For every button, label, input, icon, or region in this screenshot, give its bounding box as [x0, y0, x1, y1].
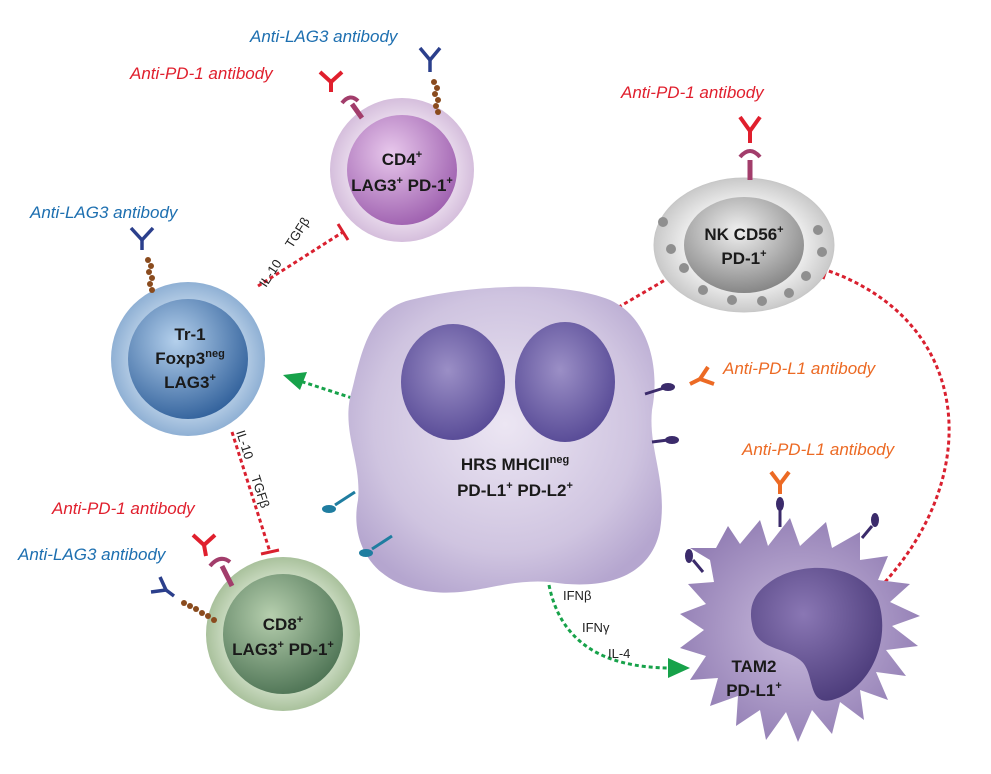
lag3-receptor	[431, 79, 441, 115]
cd4-cell-inner	[347, 115, 457, 225]
antibody-icon	[150, 576, 176, 598]
antibody-icon	[129, 226, 155, 250]
nk-label-line1: NK CD56+	[704, 224, 783, 244]
tr1-label-line3: LAG3+	[164, 372, 216, 392]
anti-lag3-label-cd8: Anti-LAG3 antibody	[17, 545, 167, 564]
teal-receptor	[359, 534, 393, 557]
hrs-cell: HRS MHCIIneg PD-L1+ PD-L2+	[322, 286, 679, 593]
tam2-label-line2: PD-L1+	[726, 680, 782, 700]
hrs-label-line1: HRS MHCIIneg	[461, 454, 569, 474]
cytokine-label: TGFβ	[248, 473, 273, 509]
pd1-receptor	[340, 95, 365, 120]
cd4-cell: CD4+ LAG3+ PD-1+	[318, 46, 474, 242]
antibody-icon	[418, 46, 442, 72]
tam2-label-line1: TAM2	[731, 657, 776, 676]
antibody-icon	[738, 115, 762, 143]
tr1-to-cd4-inhibition	[257, 230, 344, 288]
nk-cell: NK CD56+ PD-1+	[653, 115, 835, 313]
anti-pd1-label-cd8: Anti-PD-1 antibody	[51, 499, 196, 518]
stimulation-arrowhead	[668, 658, 690, 678]
hrs-label-line2: PD-L1+ PD-L2+	[457, 480, 573, 500]
antibody-icon	[191, 533, 217, 557]
cytokine-label: IL-10	[233, 428, 256, 461]
tr1-label-line1: Tr-1	[174, 325, 205, 344]
cytokine-label: IFNγ	[582, 620, 610, 635]
tr1-cell-inner	[128, 299, 248, 419]
cytokine-label: TGFβ	[282, 214, 313, 250]
pd1-receptor	[738, 149, 762, 180]
anti-pdl1-label-tam: Anti-PD-L1 antibody	[741, 440, 896, 459]
tam2-nucleus	[750, 567, 883, 701]
tam2-cell: TAM2 PD-L1+	[680, 497, 920, 742]
cd8-cell-inner	[223, 574, 343, 694]
anti-pd1-label-cd4: Anti-PD-1 antibody	[129, 64, 274, 83]
hrs-cell-body	[348, 286, 662, 593]
cd4-label-line2: LAG3+ PD-1+	[351, 175, 453, 195]
cd8-cell: CD8+ LAG3+ PD-1+	[150, 533, 360, 711]
pd1-receptor	[208, 556, 235, 588]
nk-granules	[658, 217, 827, 306]
cd8-label-line1: CD8+	[263, 614, 303, 634]
anti-lag3-label-tr1: Anti-LAG3 antibody	[29, 203, 179, 222]
nk-label-line2: PD-1+	[721, 248, 766, 268]
inhibition-bar	[260, 548, 280, 556]
nk-cell-inner	[684, 197, 804, 293]
pdl1-receptor	[644, 383, 675, 396]
anti-pd1-label-nk: Anti-PD-1 antibody	[620, 83, 765, 102]
pdl1-receptor	[776, 497, 784, 527]
tam-to-nk-inhibition	[825, 268, 951, 583]
pdl1-receptor	[685, 549, 705, 573]
cd4-label-line1: CD4+	[382, 149, 422, 169]
stimulation-arrowhead	[283, 372, 307, 390]
pdl1-receptor	[860, 513, 879, 539]
antibody-icon	[689, 365, 715, 386]
cd8-label-line2: LAG3+ PD-1+	[232, 639, 334, 659]
antibody-icon	[318, 70, 344, 92]
cytokine-label: IL-4	[608, 646, 630, 661]
cytokine-label: IFNβ	[563, 588, 591, 603]
anti-lag3-label-cd4: Anti-LAG3 antibody	[249, 27, 399, 46]
hrs-nucleus-left	[401, 324, 505, 440]
inhibition-bar	[336, 223, 350, 241]
anti-pdl1-label-hrs: Anti-PD-L1 antibody	[722, 359, 877, 378]
antibody-icon	[769, 470, 791, 494]
hrs-nucleus-right	[515, 322, 615, 442]
tr1-label-line2: Foxp3neg	[155, 348, 225, 368]
teal-receptor	[322, 490, 356, 513]
lag3-receptor	[145, 257, 155, 293]
lag3-receptor	[181, 600, 217, 623]
hrs-to-tr1-stimulation	[299, 379, 353, 400]
pdl1-receptor	[651, 436, 679, 444]
cytokine-label: IL-10	[256, 257, 285, 290]
tr1-cell: Tr-1 Foxp3neg LAG3+	[111, 226, 265, 436]
